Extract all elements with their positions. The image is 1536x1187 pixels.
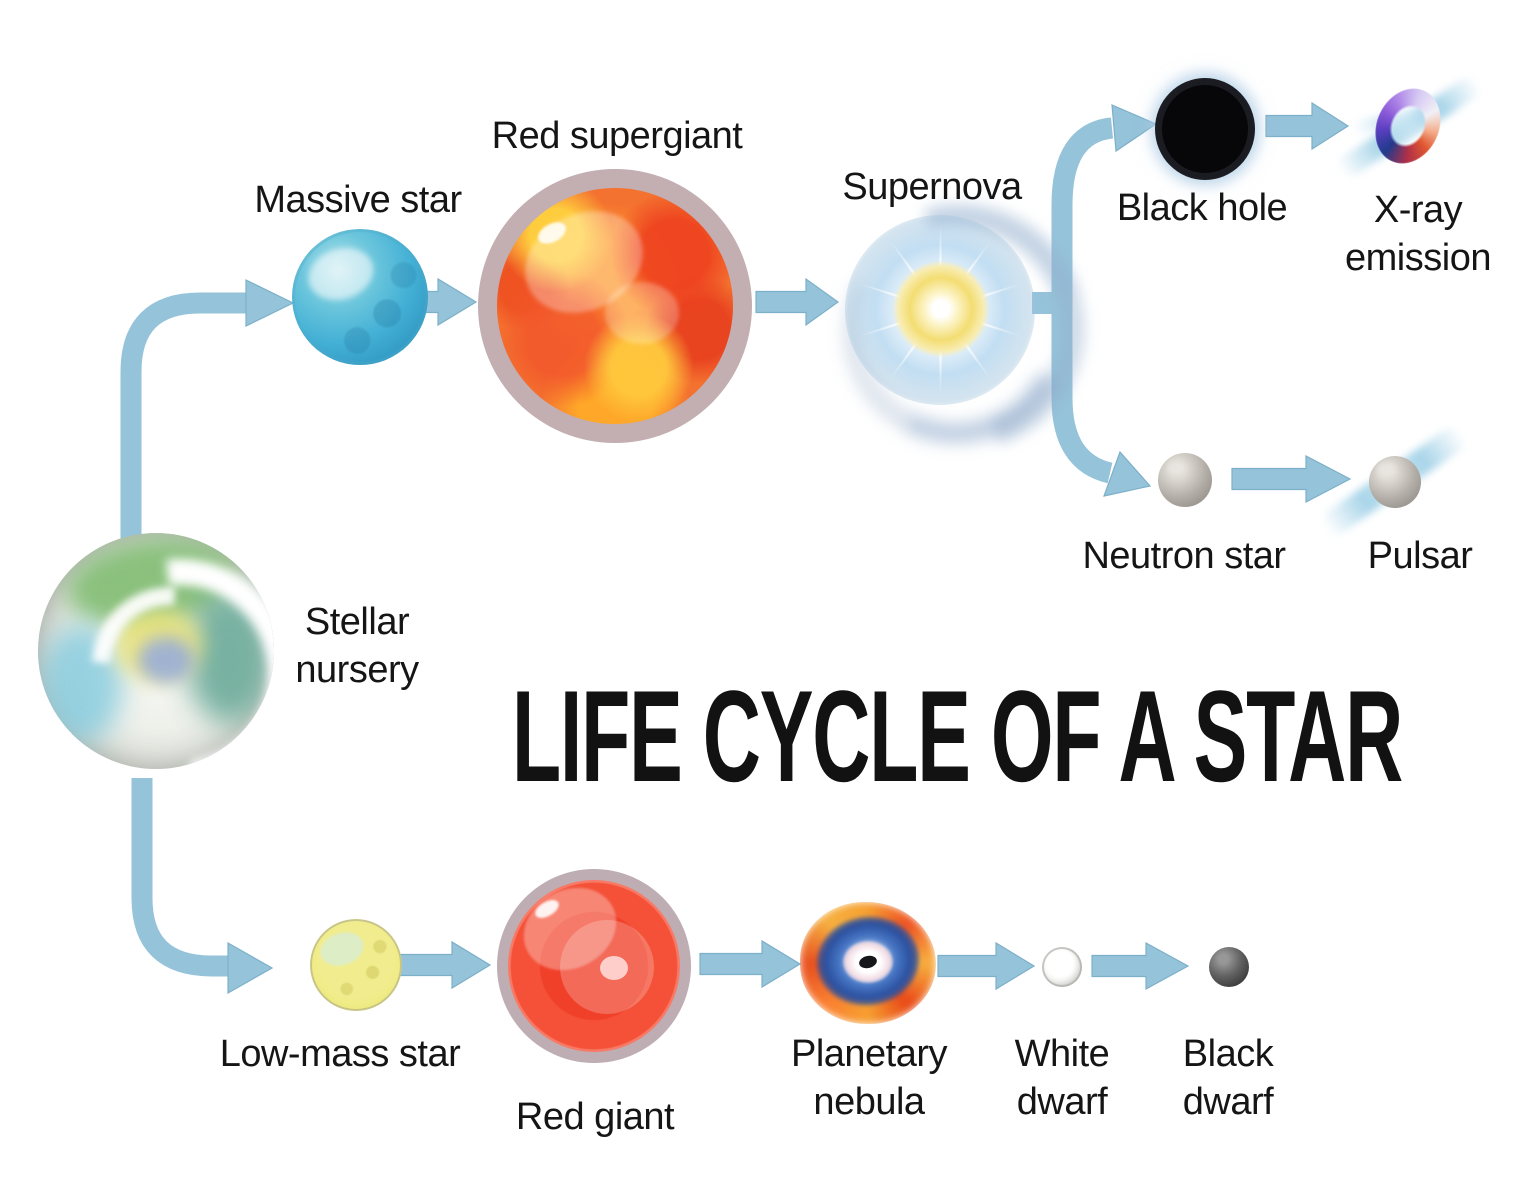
white-dwarf-illustration [1042,947,1082,987]
low-mass-star-illustration [310,919,402,1011]
black-hole-label: Black hole [1116,187,1288,229]
red-giant-illustration [508,880,680,1052]
arrow-black-hole-to-xray-emission [1265,101,1350,151]
red-giant-label: Red giant [515,1096,675,1138]
stellar-nursery-label: Stellar nursery [295,598,419,694]
low-mass-star-label: Low-mass star [219,1033,461,1075]
pulsar-label: Pulsar [1367,535,1473,577]
arrow-nursery-to-massive-star [120,279,295,540]
supernova-label: Supernova [842,166,1022,208]
stellar-nursery-label-line1: Stellar [304,601,410,643]
black-dwarf-label-line1: Black [1182,1033,1274,1075]
red-giant-dot [600,956,628,980]
neutron-star-illustration [1158,453,1212,507]
nursery-teal-cloud [186,591,272,723]
arrow-red-supergiant-to-supernova [755,277,840,327]
white-dwarf-label: White dwarf [1015,1030,1110,1126]
supergiant-highlight [605,282,679,344]
supernova-core [893,261,989,357]
planetary-nebula-label: Planetary nebula [790,1030,948,1126]
supernova-illustration [794,161,1128,493]
nursery-cyan-cloud [40,625,122,743]
arrow-white-dwarf-to-black-dwarf [1091,941,1190,991]
planetary-nebula-label-line1: Planetary [790,1033,948,1075]
white-dwarf-label-line2: dwarf [1016,1081,1108,1123]
massive-star-label: Massive star [254,179,462,221]
red-supergiant-illustration [497,188,733,424]
pulsar-illustration [1369,456,1421,508]
xray-label-line1: X-ray [1373,189,1463,231]
xray-label-line2: emission [1345,237,1491,279]
black-dwarf-label: Black dwarf [1182,1030,1274,1126]
arrow-low-mass-star-to-red-giant [399,940,492,990]
xray-emission-label: X-ray emission [1345,186,1491,282]
black-dwarf-illustration [1209,947,1249,987]
black-dwarf-label-line2: dwarf [1182,1081,1274,1123]
planetary-nebula-illustration [800,902,936,1024]
arrow-nursery-to-low-mass-star [131,778,274,995]
nursery-blue-cloud [138,637,194,683]
arrow-neutron-star-to-pulsar [1231,455,1352,503]
red-supergiant-label: Red supergiant [491,115,743,157]
arrow-planetary-nebula-to-white-dwarf [937,941,1036,991]
massive-star-illustration [292,229,428,365]
arrow-red-giant-to-planetary-nebula [699,939,802,989]
white-dwarf-label-line1: White [1014,1033,1110,1075]
arrow-supernova-fork [1032,104,1158,497]
page-title: LIFE CYCLE OF A STAR [511,663,1403,809]
stellar-nursery-illustration [38,533,274,769]
black-hole-illustration [1162,85,1248,173]
neutron-star-label: Neutron star [1082,535,1286,577]
planetary-nebula-label-line2: nebula [813,1081,925,1123]
stellar-nursery-label-line2: nursery [295,649,419,691]
